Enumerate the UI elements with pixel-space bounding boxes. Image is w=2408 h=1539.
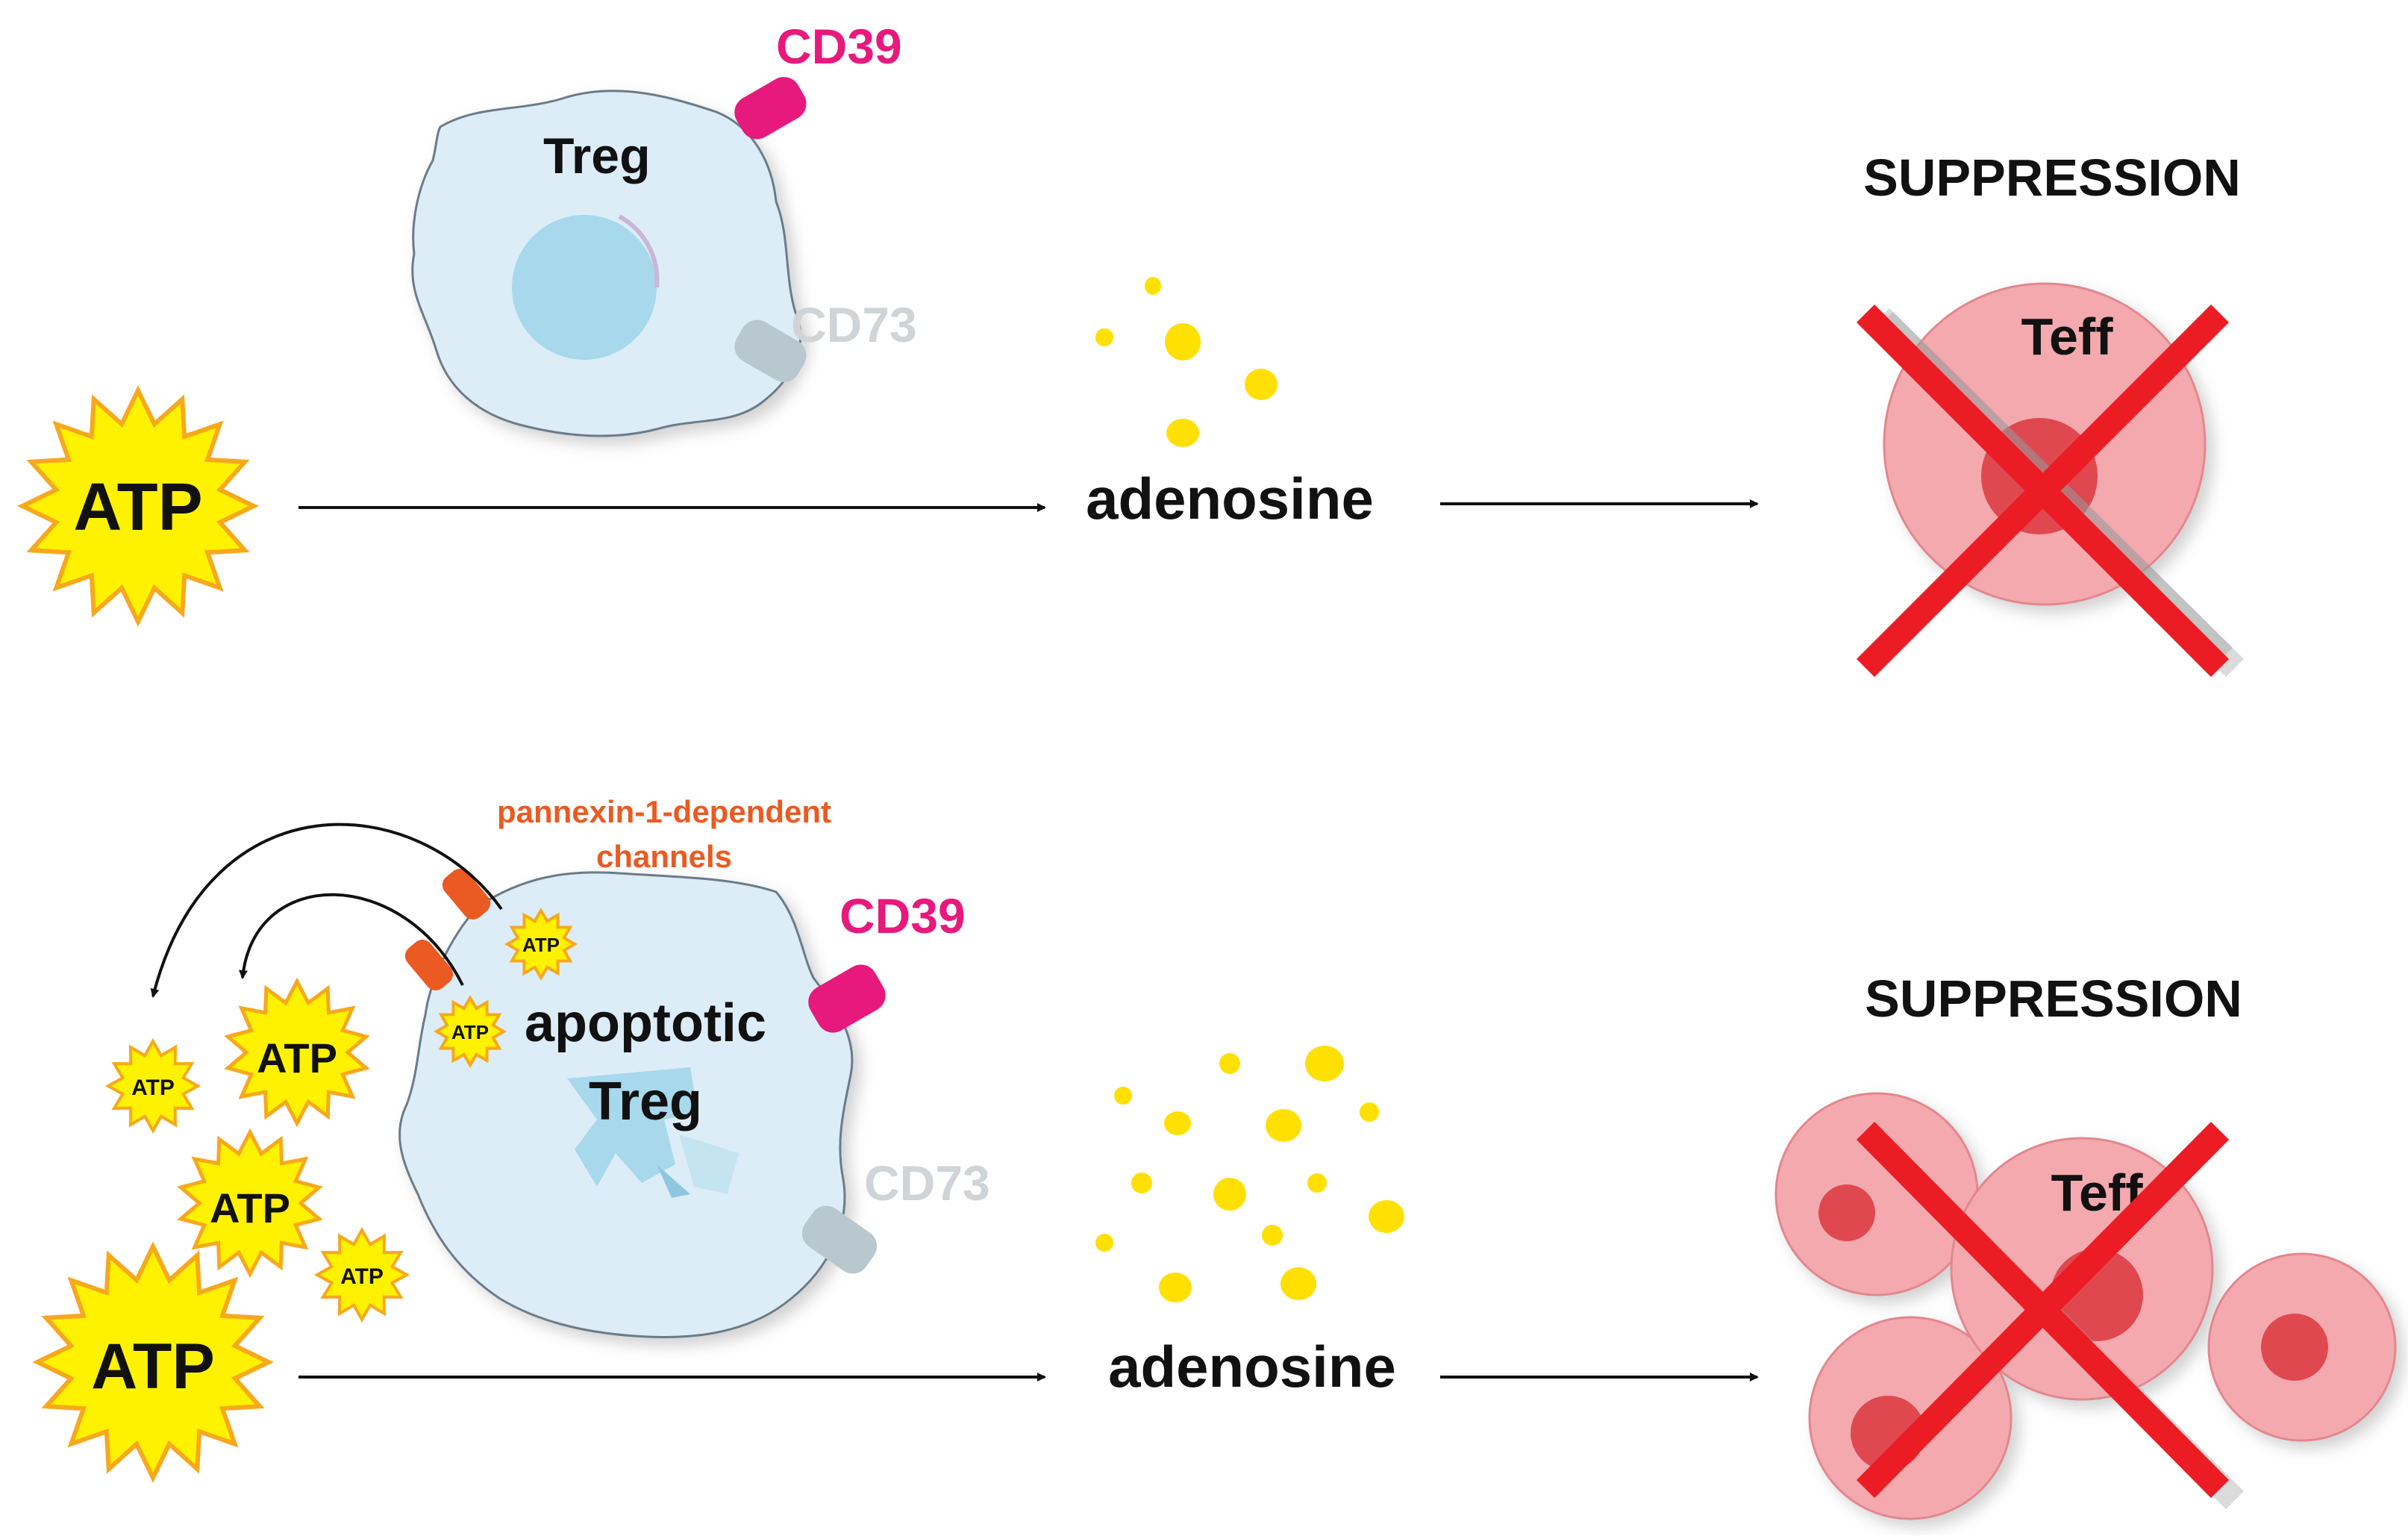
cd73-receptor-icon — [801, 1205, 878, 1274]
suppression-label: SUPPRESSION — [1863, 149, 2241, 207]
arrow-icon — [150, 822, 503, 998]
cross-icon — [1856, 1122, 2245, 1510]
atp-label: ATP — [340, 1264, 384, 1289]
teff-nucleus — [1818, 1184, 1875, 1241]
suppression-label: SUPPRESSION — [1865, 970, 2242, 1028]
atp-burst-icon — [177, 1128, 323, 1279]
treg-nucleus — [512, 215, 657, 360]
atp-label: ATP — [257, 1034, 337, 1081]
teff-nucleus — [2261, 1314, 2328, 1381]
cross-icon — [1856, 304, 2244, 678]
adenosine-label: adenosine — [1086, 466, 1374, 531]
cd73-receptor-icon — [734, 319, 807, 382]
atp-burst-icon — [504, 908, 578, 981]
atp-burst-icon — [17, 385, 259, 627]
atp-label: ATP — [210, 1184, 290, 1231]
atp-burst-icon — [32, 1241, 274, 1483]
bottom-panel: CD39 CD73 apoptotic Treg pannexin-1-depe… — [32, 794, 2397, 1520]
adenosine-label: adenosine — [1108, 1334, 1396, 1399]
atp-burst-icon — [313, 1226, 410, 1323]
fragmented-nucleus — [567, 1067, 739, 1198]
atp-label: ATP — [91, 1331, 215, 1402]
atp-burst-icon — [224, 977, 370, 1128]
channel-icon — [404, 940, 454, 990]
cd39-receptor-icon — [734, 77, 807, 140]
cd73-label: CD73 — [864, 1155, 990, 1211]
channel-label: pannexin-1-dependent — [497, 794, 831, 829]
atp-label: ATP — [522, 934, 560, 956]
adenosine-molecules — [1095, 1046, 1404, 1302]
atp-burst-icon — [104, 1037, 201, 1134]
atp-label: ATP — [451, 1021, 489, 1043]
atp-label: ATP — [131, 1076, 175, 1100]
apoptotic-label: apoptotic — [525, 993, 766, 1053]
channel-label: channels — [596, 839, 732, 874]
atp-burst-group — [32, 908, 578, 1483]
cd39-label: CD39 — [839, 888, 966, 943]
teff-cell-icon — [1774, 1092, 1979, 1296]
top-panel: CD39 CD73 Treg ATP adenosine SUPPRESSION… — [17, 19, 2244, 678]
treg-label: Treg — [589, 1072, 702, 1131]
arrow-icon — [239, 893, 464, 986]
teff-label: Teff — [2021, 308, 2113, 366]
nucleus-rim — [618, 214, 660, 288]
channel-icon — [442, 869, 491, 920]
cd39-label: CD39 — [776, 19, 902, 74]
treg-label: Treg — [543, 128, 651, 184]
atp-burst-icon — [434, 995, 507, 1068]
cd39-receptor-icon — [808, 964, 886, 1033]
cd73-label: CD73 — [791, 297, 917, 352]
atp-label: ATP — [73, 470, 202, 545]
adenosine-molecules — [1095, 277, 1278, 447]
